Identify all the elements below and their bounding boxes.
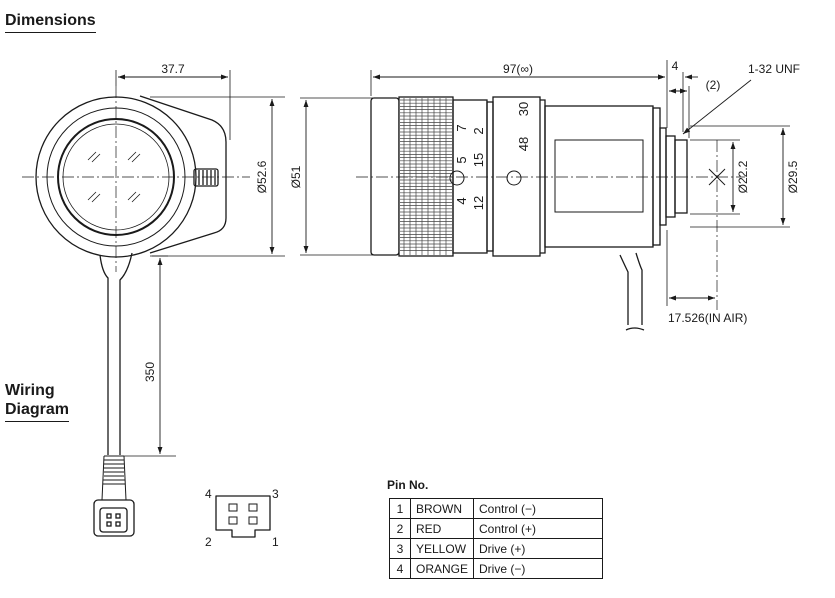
- front-cable: [99, 252, 133, 455]
- front-barrel: [370, 97, 400, 256]
- zoom-scale-5: 5: [454, 156, 469, 163]
- knurl-texture: [400, 98, 452, 255]
- front-housing-outline: [139, 95, 227, 254]
- pin-label-4: 4: [205, 487, 212, 501]
- rear-body: [544, 105, 654, 248]
- pin-number-cell: 4: [389, 558, 411, 579]
- iris-knob: [193, 168, 219, 187]
- zoom-scale-12: 12: [471, 196, 486, 210]
- pin-function-cell: Drive (−): [473, 558, 604, 579]
- zoom-scale-15: 15: [471, 153, 486, 167]
- pin-function-cell: Drive (+): [473, 538, 604, 559]
- pin-label-1: 1: [272, 535, 279, 549]
- label-52-6: Ø52.6: [255, 160, 269, 193]
- dimension-labels: 37.7 Ø52.6 Ø51 350 97(∞) 4 (2) 1-32 UNF …: [143, 59, 800, 382]
- glass-hatch: [87, 151, 141, 203]
- zoom-scale-4: 4: [454, 197, 469, 204]
- zoom-lock-screw: [449, 170, 465, 186]
- focus-ring: [492, 96, 541, 257]
- dimensions-heading: Dimensions: [5, 11, 96, 33]
- zoom-scale-7: 7: [454, 124, 469, 131]
- focal-scale: 4 5 7 12 15 2 48 30: [454, 102, 531, 210]
- side-view: [300, 60, 790, 331]
- wire-color-cell: YELLOW: [409, 538, 475, 559]
- pin-number-cell: 3: [389, 538, 411, 559]
- label-22-2: Ø22.2: [736, 160, 750, 193]
- pin-number-cell: 1: [389, 498, 411, 519]
- zoom-scale-2: 2: [471, 127, 486, 134]
- label-4: 4: [672, 59, 679, 73]
- label-29-5: Ø29.5: [786, 160, 800, 193]
- focus-scale-30: 30: [516, 102, 531, 116]
- focus-lock-screw: [506, 170, 522, 186]
- wiring-diagram-heading: Wiring Diagram: [5, 381, 70, 422]
- pin-label-3: 3: [272, 487, 279, 501]
- label-37-7: 37.7: [161, 62, 185, 76]
- label-17-526: 17.526(IN AIR): [668, 311, 747, 325]
- connector-pinout: 4 3 2 1: [205, 487, 279, 549]
- pin-table-title: Pin No.: [387, 478, 429, 492]
- wire-color-cell: BROWN: [409, 498, 475, 519]
- label-thread: 1-32 UNF: [748, 62, 800, 76]
- cable-strain-relief: [101, 455, 127, 501]
- side-cable: [619, 252, 645, 331]
- cable-connector-plug: [93, 499, 135, 537]
- label-2: (2): [706, 78, 721, 92]
- pin-function-cell: Control (−): [473, 498, 604, 519]
- wire-color-cell: RED: [409, 518, 475, 539]
- focus-scale-48: 48: [516, 137, 531, 151]
- front-view: [22, 70, 285, 537]
- thread-leader: [682, 79, 752, 135]
- pin-number-cell: 2: [389, 518, 411, 539]
- pin-label-2: 2: [205, 535, 212, 549]
- connector-outline: [215, 495, 271, 538]
- wire-color-cell: ORANGE: [409, 558, 475, 579]
- label-350: 350: [143, 362, 157, 382]
- pin-function-cell: Control (+): [473, 518, 604, 539]
- label-97: 97(∞): [503, 62, 533, 76]
- label-51: Ø51: [289, 165, 303, 188]
